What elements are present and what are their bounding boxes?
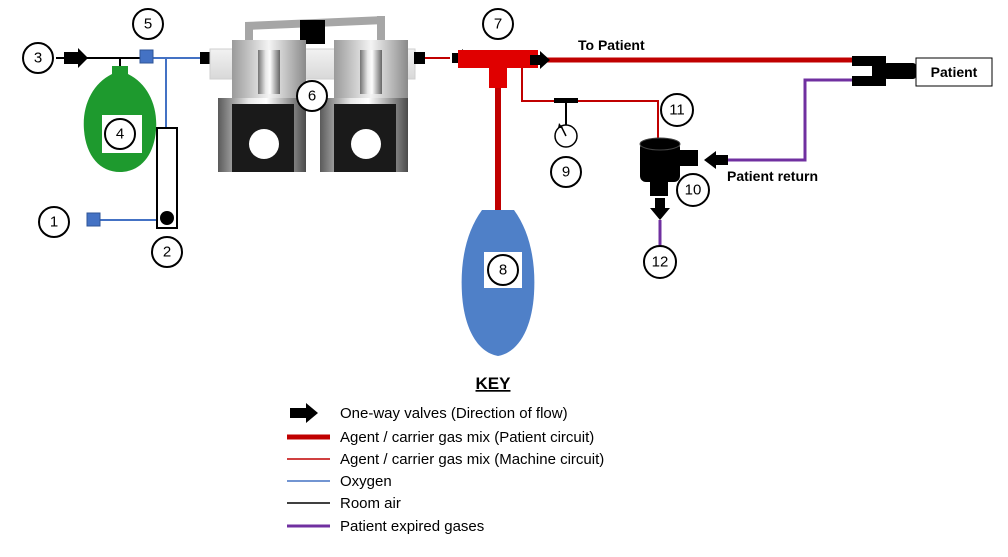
svg-text:9: 9 xyxy=(562,164,570,181)
vaporizer-bar-post xyxy=(377,16,385,42)
common-gas-outlet xyxy=(458,50,538,68)
flowmeter-float xyxy=(160,211,174,225)
legend-item-one-way-valves: One-way valves (Direction of flow) xyxy=(290,403,568,423)
svg-text:8: 8 xyxy=(499,262,507,279)
callout-4: 4 xyxy=(104,118,136,150)
svg-text:One-way valves (Direction of f: One-way valves (Direction of flow) xyxy=(340,405,568,422)
patient-y-connector xyxy=(852,56,916,86)
svg-text:7: 7 xyxy=(494,16,502,33)
callout-10: 10 xyxy=(676,173,710,207)
svg-text:Agent / carrier gas mix (Patie: Agent / carrier gas mix (Patient circuit… xyxy=(340,429,594,446)
expired-gas-line xyxy=(728,78,858,162)
svg-text:4: 4 xyxy=(116,126,124,143)
callout-1: 1 xyxy=(38,206,70,238)
svg-text:Oxygen: Oxygen xyxy=(340,473,392,490)
oxygen-inlet-fitting xyxy=(86,212,101,227)
callout-7: 7 xyxy=(482,8,514,40)
vaporizer-bar-post xyxy=(245,22,253,44)
one-way-valve-arrow xyxy=(530,51,550,69)
key-title: KEY xyxy=(476,374,512,393)
vaporizer-right xyxy=(320,40,408,172)
svg-text:5: 5 xyxy=(144,16,152,33)
legend: One-way valves (Direction of flow) Agent… xyxy=(287,403,604,535)
legend-item-patient-circuit: Agent / carrier gas mix (Patient circuit… xyxy=(287,429,594,446)
svg-text:3: 3 xyxy=(34,50,42,67)
gauge-tee xyxy=(554,98,578,103)
flowmeter-tube xyxy=(156,127,178,229)
legend-item-machine-circuit: Agent / carrier gas mix (Machine circuit… xyxy=(287,451,604,468)
manifold-connector xyxy=(200,52,211,64)
patient-box xyxy=(915,57,993,87)
callout-6: 6 xyxy=(296,80,328,112)
svg-text:Room air: Room air xyxy=(340,495,401,512)
gauge-needle-tip xyxy=(558,123,563,128)
callout-9: 9 xyxy=(550,156,582,188)
svg-text:Agent / carrier gas mix (Machi: Agent / carrier gas mix (Machine circuit… xyxy=(340,451,604,468)
svg-text:12: 12 xyxy=(652,254,669,271)
callout-12: 12 xyxy=(643,245,677,279)
callout-3: 3 xyxy=(22,42,54,74)
exhaust-valve xyxy=(639,137,698,196)
agent-machine-line xyxy=(521,68,659,142)
legend-item-room-air: Room air xyxy=(287,495,401,512)
one-way-valve-arrow xyxy=(704,151,728,169)
common-gas-outlet-stem xyxy=(489,68,507,88)
callout-8: 8 xyxy=(487,254,519,286)
one-way-valve-arrow xyxy=(650,198,670,220)
manifold-outlet-connector xyxy=(414,52,425,64)
svg-text:2: 2 xyxy=(163,244,171,261)
svg-text:6: 6 xyxy=(308,88,316,105)
patient-label: Patient xyxy=(931,64,978,80)
svg-text:1: 1 xyxy=(50,214,58,231)
one-way-valve-arrow xyxy=(64,48,88,68)
vaporizer-left xyxy=(218,40,306,172)
valve-5-fitting xyxy=(139,49,154,64)
to-patient-label: To Patient xyxy=(578,37,645,53)
callout-11: 11 xyxy=(660,93,694,127)
legend-item-expired-gases: Patient expired gases xyxy=(287,518,484,535)
svg-text:11: 11 xyxy=(669,102,685,119)
legend-item-oxygen: Oxygen xyxy=(287,473,392,490)
svg-text:Patient expired gases: Patient expired gases xyxy=(340,518,484,535)
callout-2: 2 xyxy=(151,236,183,268)
callout-5: 5 xyxy=(132,8,164,40)
patient-return-label: Patient return xyxy=(727,168,818,184)
svg-text:10: 10 xyxy=(685,182,702,199)
